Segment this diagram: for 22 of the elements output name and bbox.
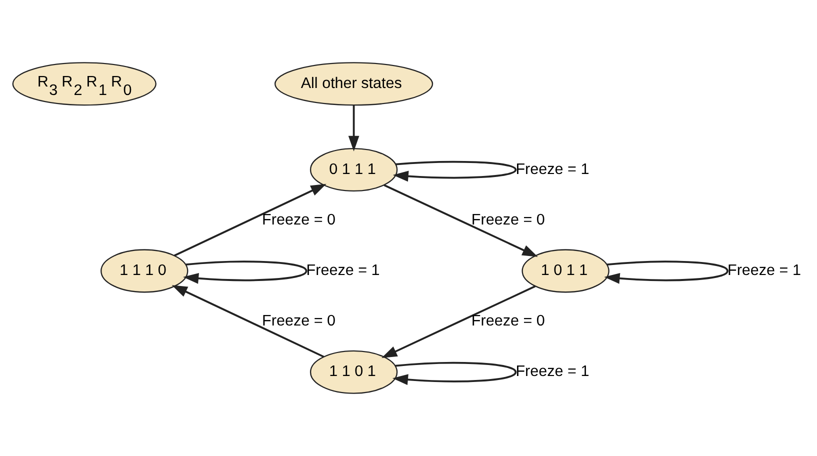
edge-label: Freeze = 0 xyxy=(471,312,545,330)
edge-label: Freeze = 1 xyxy=(727,262,801,279)
node-ellipse: 1 1 1 0 xyxy=(100,249,188,293)
node-ellipse: All other states xyxy=(274,62,434,106)
edge-label: Freeze = 0 xyxy=(262,211,336,228)
arrow xyxy=(172,285,324,358)
arrow xyxy=(604,260,728,284)
arrow xyxy=(183,260,308,284)
edge-label: Freeze = 1 xyxy=(516,363,590,380)
edge-label: Freeze = 1 xyxy=(516,160,590,178)
arrow xyxy=(392,362,517,385)
arrow xyxy=(384,184,538,257)
edge-label: Freeze = 0 xyxy=(471,211,545,228)
edge-label: Freeze = 0 xyxy=(262,312,336,330)
arrow xyxy=(348,105,360,152)
arrow xyxy=(392,160,517,182)
node-ellipse: 1 0 1 1 xyxy=(522,249,610,293)
arrow xyxy=(382,285,536,358)
node-ellipse: 1 1 0 1 xyxy=(310,350,398,394)
arrow xyxy=(174,184,326,256)
edge-label: Freeze = 1 xyxy=(306,262,380,279)
node-ellipse: 0 1 1 1 xyxy=(310,148,398,192)
